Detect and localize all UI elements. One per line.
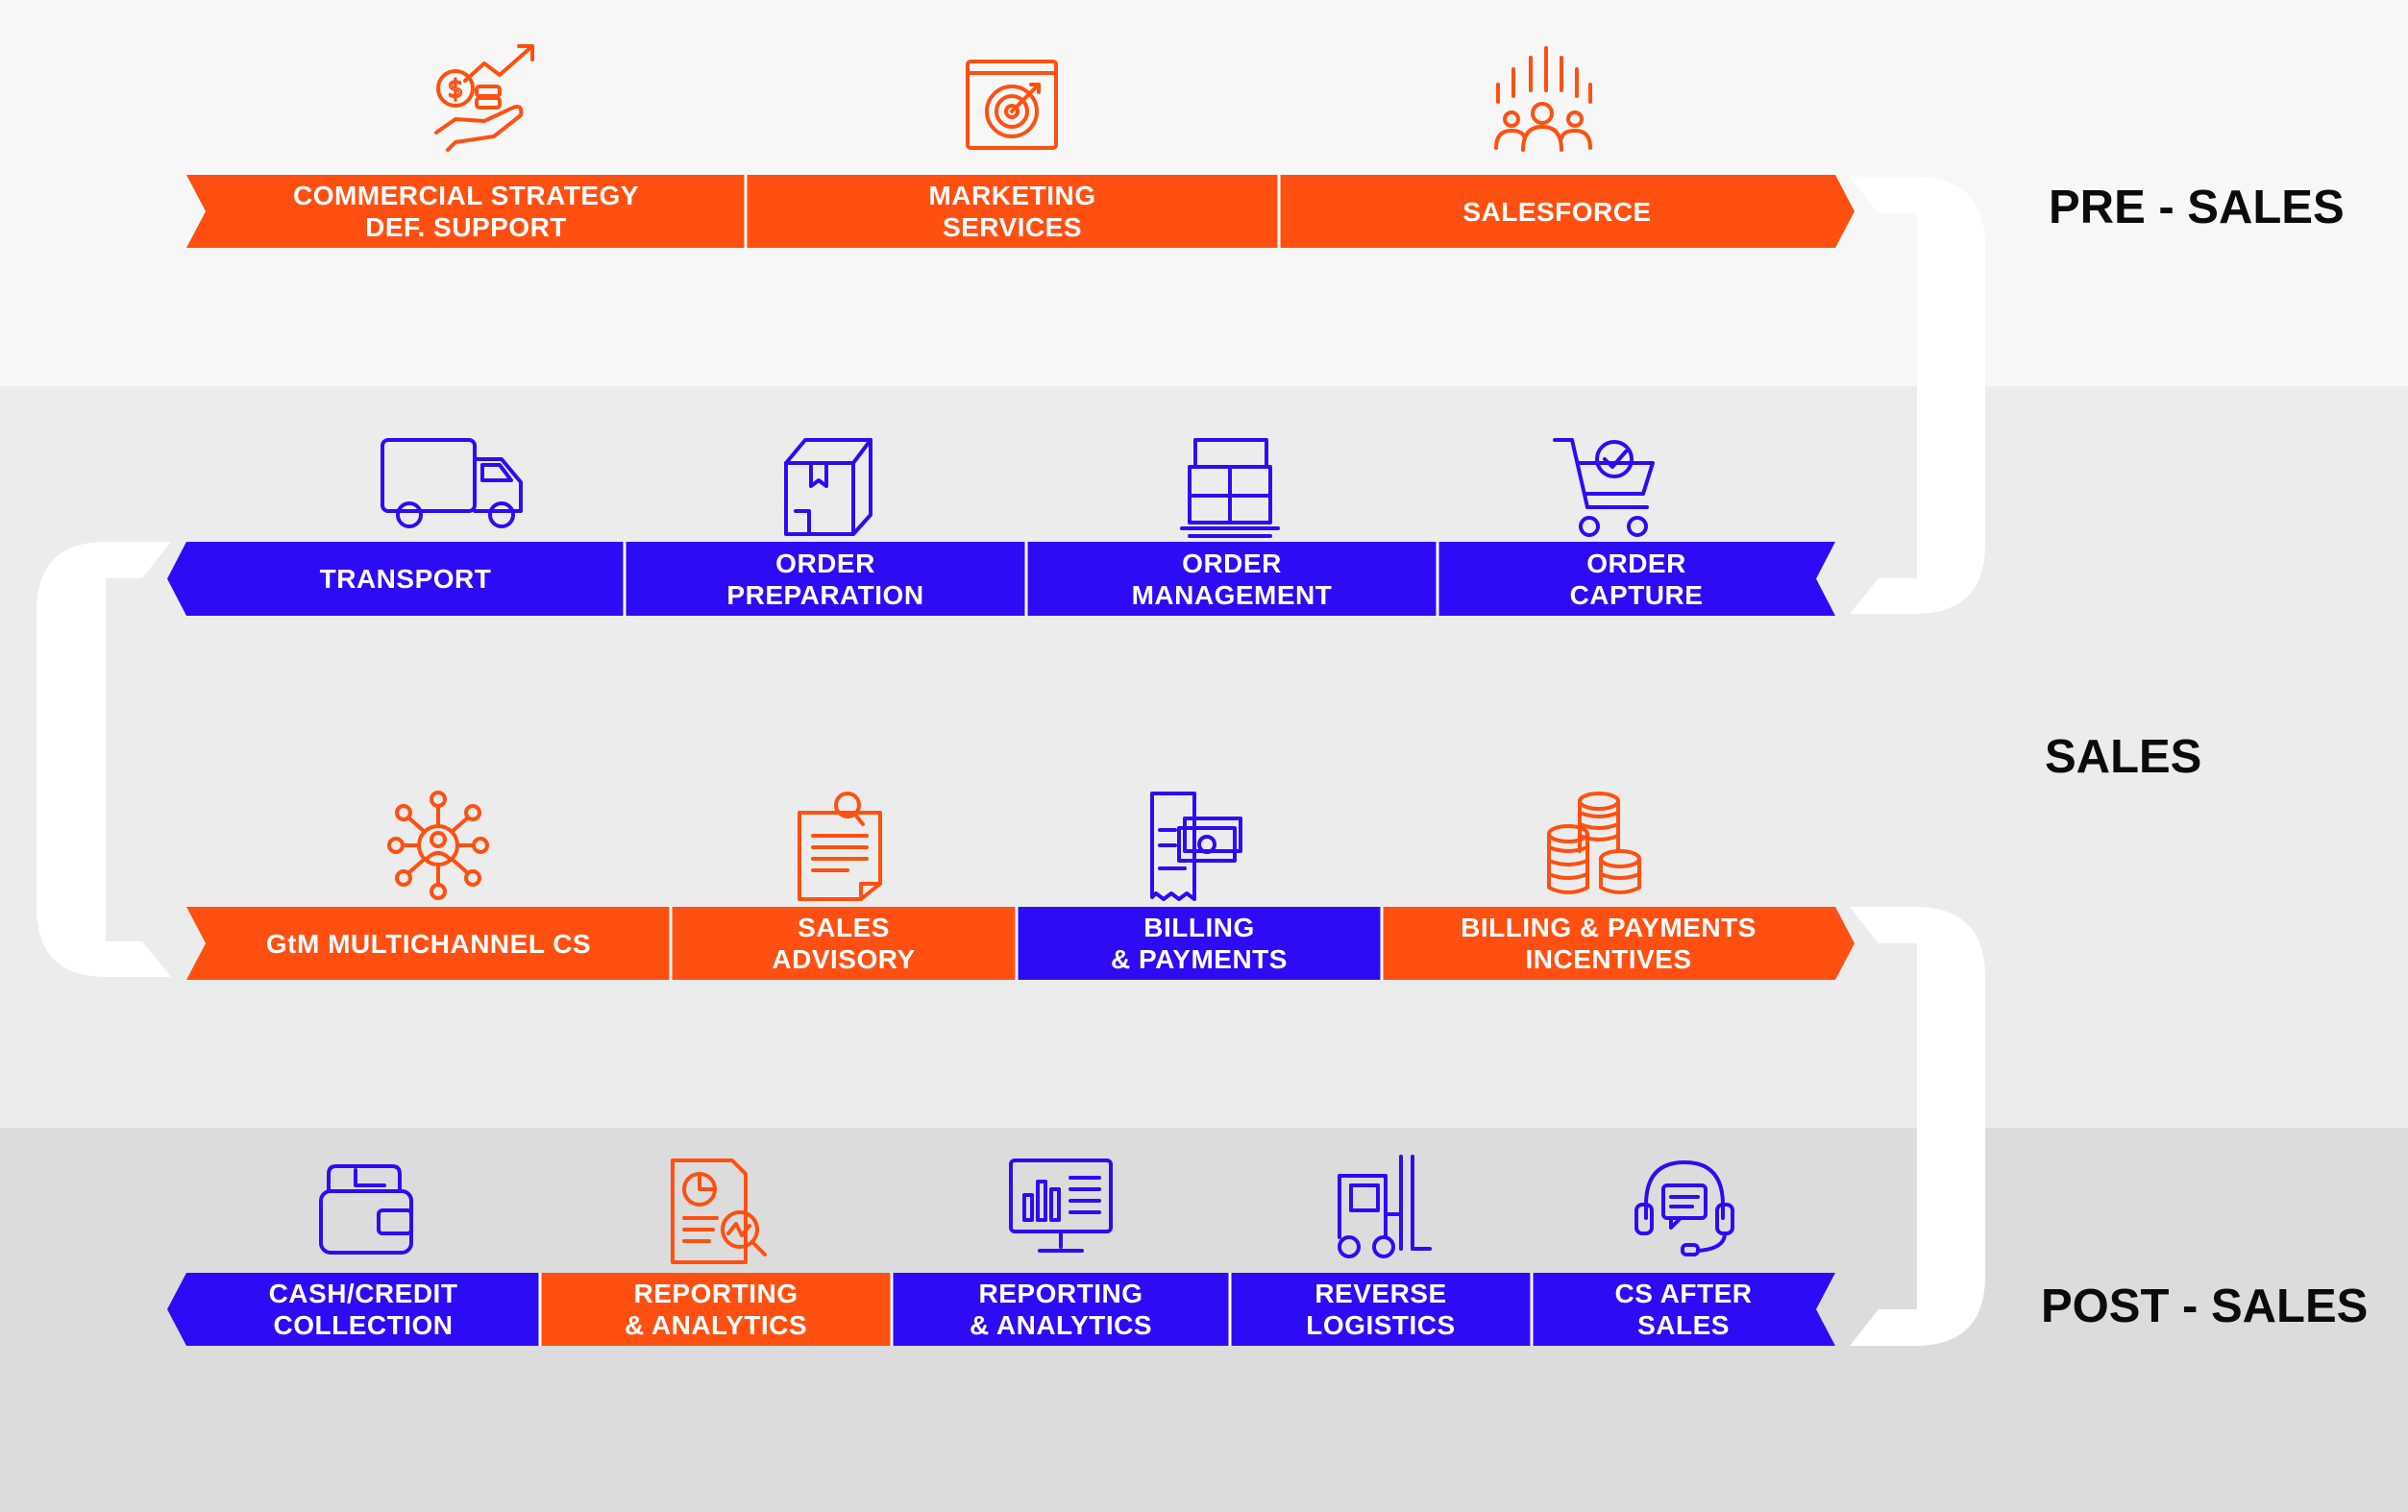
target-browser-icon bbox=[966, 60, 1058, 150]
headset-chat-icon bbox=[1634, 1160, 1734, 1256]
row3-segment-4 bbox=[1382, 907, 1855, 980]
segment-label: CS AFTER SALES bbox=[1614, 1279, 1753, 1340]
row1-segment-1 bbox=[186, 175, 746, 248]
coin-stacks-icon bbox=[1547, 792, 1641, 894]
row1-segment-2 bbox=[746, 175, 1279, 248]
connector-pre-to-sales bbox=[1850, 177, 1985, 614]
network-person-icon bbox=[387, 791, 489, 900]
segment-label: ORDER CAPTURE bbox=[1569, 548, 1704, 610]
segment-label: MARKETING SERVICES bbox=[928, 181, 1096, 242]
receipt-cash-icon bbox=[1150, 792, 1242, 901]
connectors bbox=[37, 177, 1985, 1346]
segment-label: BILLING & PAYMENTS INCENTIVES bbox=[1461, 913, 1757, 974]
report-magnifier-icon bbox=[671, 1158, 767, 1264]
wallet-icon bbox=[319, 1164, 413, 1255]
segment-label: COMMERCIAL STRATEGY DEF. SUPPORT bbox=[292, 181, 640, 242]
monitor-dashboard-icon bbox=[1009, 1158, 1113, 1253]
segment-label: REPORTING & ANALYTICS bbox=[624, 1279, 808, 1340]
segment-label: SALESFORCE bbox=[1462, 196, 1652, 227]
truck-icon bbox=[381, 438, 523, 528]
segment-label: REPORTING & ANALYTICS bbox=[969, 1279, 1153, 1340]
segment-label: CASH/CREDIT COLLECTION bbox=[268, 1279, 458, 1340]
segment-label: ORDER MANAGEMENT bbox=[1131, 548, 1333, 610]
row2-segment-1 bbox=[167, 542, 625, 616]
segment-label: ORDER PREPARATION bbox=[726, 548, 924, 610]
phase-label-post-sales: POST - SALES bbox=[2041, 1280, 2369, 1332]
cart-check-icon bbox=[1553, 438, 1655, 537]
package-icon bbox=[784, 438, 872, 536]
segment-label: TRANSPORT bbox=[319, 564, 492, 594]
row4-segment-1 bbox=[167, 1273, 540, 1346]
forklift-icon bbox=[1338, 1155, 1432, 1258]
connector-row2-to-row3 bbox=[37, 542, 171, 977]
segment-label: REVERSE LOGISTICS bbox=[1306, 1279, 1456, 1340]
row1-segment-3 bbox=[1279, 175, 1855, 248]
row3-segment-2 bbox=[671, 907, 1017, 980]
team-growth-icon bbox=[1494, 46, 1592, 152]
pallet-boxes-icon bbox=[1180, 438, 1280, 538]
row4-segment-5 bbox=[1532, 1273, 1835, 1346]
svg-text:$: $ bbox=[448, 75, 464, 104]
segment-label: SALES ADVISORY bbox=[772, 913, 916, 974]
segment-label: BILLING & PAYMENTS bbox=[1111, 913, 1288, 974]
phase-label-sales: SALES bbox=[2045, 731, 2202, 783]
row3-segment-1 bbox=[186, 907, 671, 980]
document-search-icon bbox=[798, 792, 882, 901]
phase-label-pre-sales: PRE - SALES bbox=[2049, 182, 2345, 233]
row4-segment-4 bbox=[1230, 1273, 1532, 1346]
row4-segment-3 bbox=[892, 1273, 1230, 1346]
row2-segment-3 bbox=[1026, 542, 1437, 616]
row4-segment-2 bbox=[540, 1273, 892, 1346]
row2-segment-4 bbox=[1437, 542, 1835, 616]
row2-segment-2 bbox=[625, 542, 1026, 616]
segment-label: GtM MULTICHANNEL CS bbox=[265, 928, 592, 959]
connector-sales-to-post bbox=[1850, 907, 1985, 1346]
money-hand-growth-icon: $ bbox=[434, 44, 534, 152]
row3-segment-3 bbox=[1017, 907, 1382, 980]
